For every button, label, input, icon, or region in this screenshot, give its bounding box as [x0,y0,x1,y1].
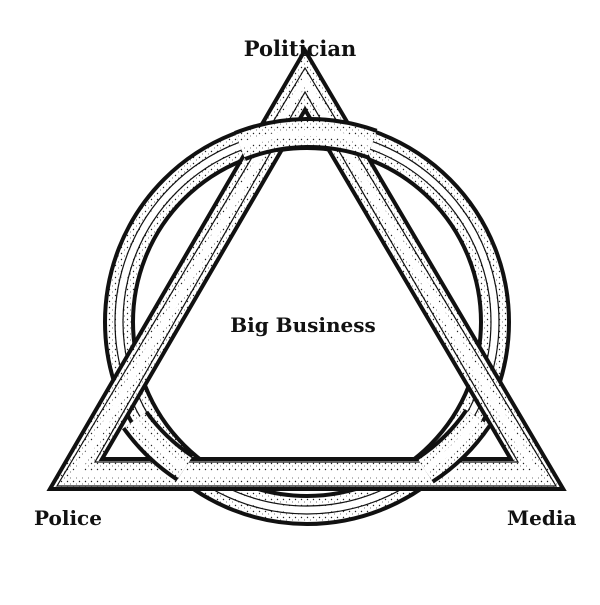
triangle-band [46,46,567,491]
label-police: Police [34,506,102,530]
ring-over-crossing-top [234,117,378,162]
label-media: Media [507,506,577,530]
label-big-business: Big Business [230,313,376,337]
ring-over-crossing-bottom-left [121,410,195,482]
ring-over-crossing-bottom-right [415,408,492,484]
label-politician: Politician [243,36,357,61]
